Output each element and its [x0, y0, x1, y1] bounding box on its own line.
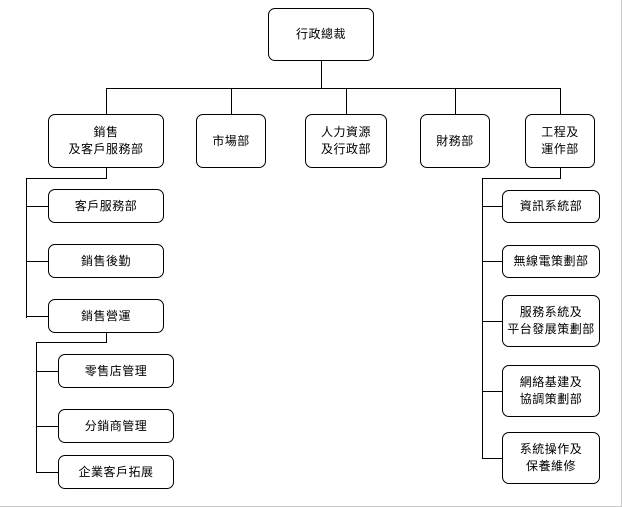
node-network-infra-line2: 協調策劃部	[519, 392, 583, 406]
node-service-platform-line2: 平台發展策劃部	[507, 322, 595, 336]
node-enterprise-dev-line1: 企業客戶拓展	[78, 464, 154, 479]
node-sales-support-line1: 銷售後勤	[80, 253, 131, 268]
connector-sales-spine	[26, 178, 27, 318]
connector-bus-to-marketing	[231, 88, 232, 114]
connector-spine-to-sales-ops	[26, 316, 49, 317]
node-network-infra-line1: 網絡基建及	[519, 375, 583, 389]
node-ceo[interactable]: 行政總裁	[268, 8, 374, 61]
connector-bus-to-engineering	[560, 88, 561, 114]
node-engineering[interactable]: 工程及 運作部	[525, 114, 595, 168]
node-customer-service-line1: 客戶服務部	[74, 198, 138, 213]
node-sales-support[interactable]: 銷售後勤	[48, 244, 164, 278]
connector-spine-to-radio-planning	[482, 261, 503, 262]
node-retail-mgmt-line1: 零售店管理	[84, 363, 148, 378]
node-info-systems[interactable]: 資訊系統部	[502, 190, 600, 223]
connector-sales-ops-down	[106, 332, 107, 342]
node-engineering-line1: 工程及	[541, 125, 579, 139]
node-sales-line2: 及客戶服務部	[68, 142, 144, 156]
connector-spine-to-retail	[36, 371, 59, 372]
connector-spine-to-network-infra	[482, 391, 503, 392]
connector-spine-to-customer-service	[26, 206, 49, 207]
connector-sales-ops-turn	[36, 342, 107, 343]
node-sales-ops-line1: 銷售營運	[80, 308, 131, 323]
node-system-ops-line2: 保養維修	[525, 459, 576, 473]
node-sales[interactable]: 銷售 及客戶服務部	[48, 114, 164, 168]
node-distributor-mgmt[interactable]: 分銷商管理	[58, 409, 174, 443]
connector-sales-down	[106, 168, 107, 178]
connector-bus-to-sales	[106, 88, 107, 114]
connector-engineering-spine	[482, 178, 483, 458]
node-info-systems-line1: 資訊系統部	[519, 199, 583, 213]
node-system-ops-line1: 系統操作及	[519, 442, 583, 456]
node-network-infra[interactable]: 網絡基建及 協調策劃部	[502, 365, 600, 417]
node-retail-mgmt[interactable]: 零售店管理	[58, 354, 174, 388]
node-finance[interactable]: 財務部	[420, 114, 490, 168]
connector-bus-to-finance	[455, 88, 456, 114]
connector-engineering-down	[560, 168, 561, 178]
node-marketing[interactable]: 市場部	[196, 114, 266, 168]
connector-sales-ops-spine	[36, 342, 37, 472]
connector-bus-to-hr	[346, 88, 347, 114]
connector-spine-to-distributor	[36, 426, 59, 427]
connector-engineering-turn	[482, 178, 561, 179]
connector-spine-to-service-platform	[482, 321, 503, 322]
connector-level2-bus	[106, 88, 561, 89]
node-hr-line2: 及行政部	[320, 142, 371, 156]
connector-ceo-down	[321, 61, 322, 89]
node-distributor-mgmt-line1: 分銷商管理	[84, 418, 148, 433]
connector-spine-to-info-systems	[482, 206, 503, 207]
node-enterprise-dev[interactable]: 企業客戶拓展	[58, 455, 174, 489]
node-radio-planning-line1: 無線電策劃部	[513, 254, 589, 268]
node-sales-line1: 銷售	[93, 125, 119, 139]
node-hr[interactable]: 人力資源 及行政部	[305, 114, 387, 168]
connector-spine-to-enterprise	[36, 472, 59, 473]
node-ceo-line1: 行政總裁	[295, 27, 346, 41]
node-service-platform-line1: 服務系統及	[519, 305, 583, 319]
node-radio-planning[interactable]: 無線電策劃部	[502, 245, 600, 278]
node-service-platform[interactable]: 服務系統及 平台發展策劃部	[502, 295, 600, 347]
node-marketing-line1: 市場部	[212, 133, 250, 148]
node-engineering-line2: 運作部	[541, 142, 579, 156]
node-hr-line1: 人力資源	[320, 125, 371, 139]
node-sales-ops[interactable]: 銷售營運	[48, 299, 164, 333]
node-finance-line1: 財務部	[436, 133, 474, 148]
connector-sales-turn	[26, 178, 107, 179]
node-system-ops[interactable]: 系統操作及 保養維修	[502, 432, 600, 484]
connector-spine-to-sales-support	[26, 261, 49, 262]
node-customer-service[interactable]: 客戶服務部	[48, 189, 164, 223]
connector-spine-to-system-ops	[482, 458, 503, 459]
